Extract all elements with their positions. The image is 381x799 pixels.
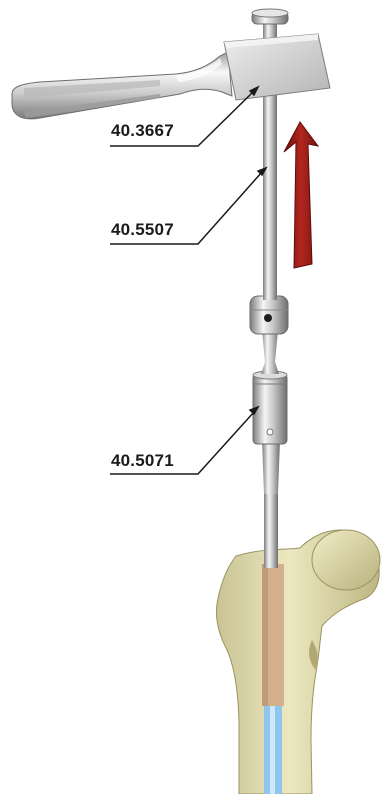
callout-label-connector: 40.5071 <box>111 451 174 471</box>
rod-cap <box>252 9 288 24</box>
pull-direction-arrow-icon <box>284 122 318 268</box>
leader-lines <box>110 87 266 474</box>
femoral-head <box>312 530 380 590</box>
callout-label-hammer: 40.3667 <box>111 121 174 141</box>
connector-shaft <box>264 494 278 568</box>
slotted-hammer <box>12 34 330 119</box>
femur-bone <box>216 530 380 794</box>
callout-label-rod: 40.5507 <box>111 220 174 240</box>
coupling-piece <box>250 296 288 334</box>
